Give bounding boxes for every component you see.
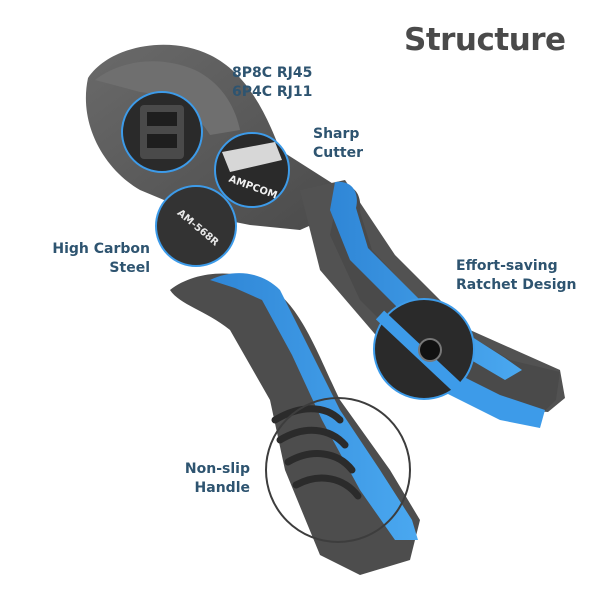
upper-handle-blue-trim xyxy=(330,181,522,380)
callout-ratchet xyxy=(373,298,475,400)
cutter-label: Sharp Cutter xyxy=(313,125,363,163)
page-title: Structure xyxy=(404,22,566,58)
handle-label: Non-slip Handle xyxy=(150,460,250,498)
steel-label-line-2: Steel xyxy=(109,260,150,276)
connectors-label-line-2: 6P4C RJ11 xyxy=(232,84,313,100)
connectors-label-line-1: 8P8C RJ45 xyxy=(232,65,313,81)
lower-handle-blue-trim xyxy=(210,273,418,540)
lower-handle xyxy=(170,273,420,575)
steel-label-line-1: High Carbon xyxy=(52,241,150,257)
steel-label: High Carbon Steel xyxy=(44,240,150,278)
handle-label-line-2: Handle xyxy=(194,480,250,496)
callout-handle xyxy=(265,397,411,543)
ratchet-label: Effort-saving Ratchet Design xyxy=(456,257,576,295)
ratchet-label-line-1: Effort-saving xyxy=(456,258,558,274)
callout-steel: AM-568R xyxy=(155,185,237,267)
callout-cutter: AMPCOM xyxy=(214,132,290,208)
callout-connectors xyxy=(121,91,203,173)
ratchet-label-line-2: Ratchet Design xyxy=(456,277,577,293)
cutter-label-line-2: Cutter xyxy=(313,145,364,161)
cutter-label-line-1: Sharp xyxy=(313,126,360,142)
connectors-label: 8P8C RJ45 6P4C RJ11 xyxy=(232,64,312,102)
handle-label-line-1: Non-slip xyxy=(184,461,250,477)
